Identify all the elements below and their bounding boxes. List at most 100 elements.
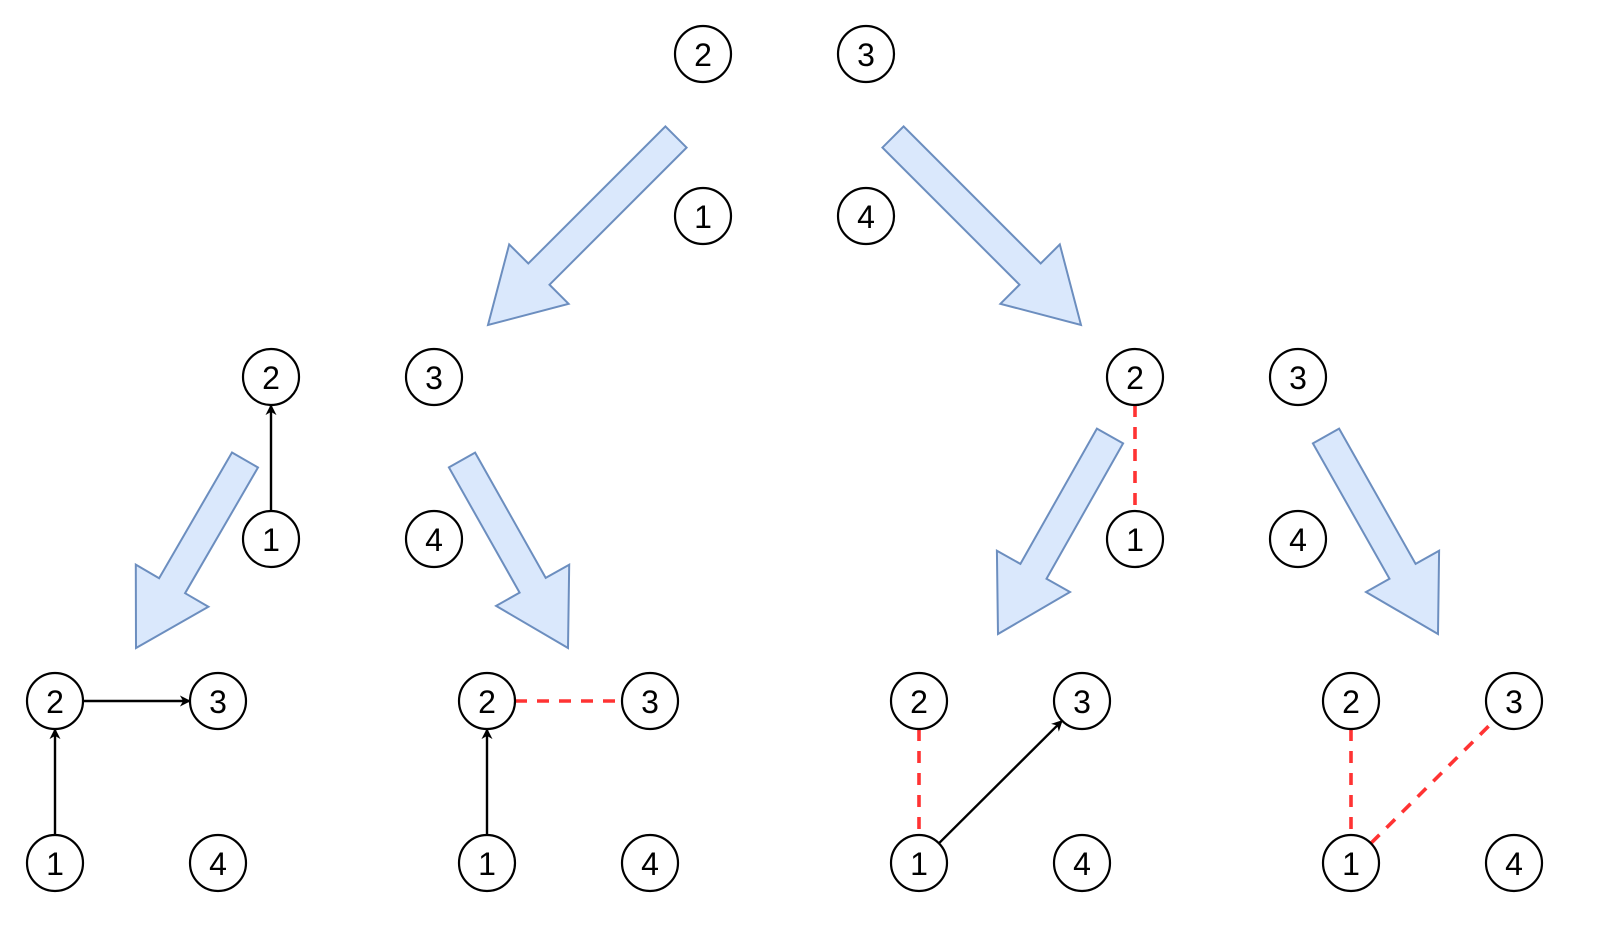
node-4: 4	[1484, 833, 1544, 893]
node-2: 2	[1105, 347, 1165, 407]
node-circle	[1052, 671, 1112, 731]
node-label: 3	[857, 37, 875, 73]
node-circle	[673, 24, 733, 84]
node-circle	[1321, 833, 1381, 893]
node-3: 3	[836, 24, 896, 84]
node-3: 3	[1052, 671, 1112, 731]
node-label: 2	[46, 684, 64, 720]
node-3: 3	[1484, 671, 1544, 731]
node-2: 2	[25, 671, 85, 731]
node-label: 4	[641, 846, 659, 882]
node-circle	[188, 671, 248, 731]
node-1: 1	[1105, 509, 1165, 569]
node-circle	[25, 671, 85, 731]
node-4: 4	[404, 509, 464, 569]
panel-leaf-2: 1 2 3 4	[457, 671, 680, 893]
node-3: 3	[188, 671, 248, 731]
node-4: 4	[836, 186, 896, 246]
node-label: 2	[910, 684, 928, 720]
node-4: 4	[1052, 833, 1112, 893]
flow-arrow-level1-left-to-leaf-2	[447, 451, 571, 650]
node-circle	[404, 347, 464, 407]
flow-arrow-root-to-level1-right	[880, 124, 1083, 327]
node-label: 3	[1505, 684, 1523, 720]
node-circle	[1484, 671, 1544, 731]
node-label: 4	[1289, 522, 1307, 558]
panel-level1-left: 1 2 3 4	[241, 347, 464, 569]
node-circle	[241, 509, 301, 569]
node-circle	[889, 671, 949, 731]
node-circle	[620, 833, 680, 893]
node-label: 4	[209, 846, 227, 882]
node-label: 4	[1073, 846, 1091, 882]
node-circle	[25, 833, 85, 893]
node-1: 1	[1321, 833, 1381, 893]
node-label: 1	[46, 846, 64, 882]
dashed-edge-1-3	[1369, 719, 1496, 845]
node-circle	[241, 347, 301, 407]
node-label: 1	[262, 522, 280, 558]
node-label: 3	[425, 360, 443, 396]
graph-panels: 1 2 3 4 1 2 3 4 1 2 3 4 1 2 3 4 1 2 3 4 1 2 3 4 1 2 3 4	[25, 24, 1544, 893]
node-4: 4	[1268, 509, 1328, 569]
node-circle	[1268, 509, 1328, 569]
node-1: 1	[673, 186, 733, 246]
node-1: 1	[889, 833, 949, 893]
node-label: 1	[910, 846, 928, 882]
node-circle	[836, 24, 896, 84]
node-circle	[457, 671, 517, 731]
node-circle	[889, 833, 949, 893]
node-circle	[1105, 347, 1165, 407]
node-1: 1	[457, 833, 517, 893]
node-label: 2	[694, 37, 712, 73]
node-label: 1	[694, 199, 712, 235]
node-circle	[1484, 833, 1544, 893]
panel-root: 1 2 3 4	[673, 24, 896, 246]
node-circle	[836, 186, 896, 246]
panel-leaf-4: 1 2 3 4	[1321, 671, 1544, 893]
node-2: 2	[457, 671, 517, 731]
node-label: 1	[1126, 522, 1144, 558]
flow-arrows	[134, 124, 1441, 650]
node-2: 2	[1321, 671, 1381, 731]
node-circle	[404, 509, 464, 569]
node-circle	[620, 671, 680, 731]
node-1: 1	[25, 833, 85, 893]
node-circle	[457, 833, 517, 893]
node-4: 4	[188, 833, 248, 893]
node-3: 3	[404, 347, 464, 407]
flow-arrow-level1-right-to-leaf-4	[1311, 427, 1441, 636]
node-label: 1	[478, 846, 496, 882]
node-2: 2	[889, 671, 949, 731]
node-circle	[1105, 509, 1165, 569]
node-3: 3	[1268, 347, 1328, 407]
node-3: 3	[620, 671, 680, 731]
node-2: 2	[241, 347, 301, 407]
node-circle	[1052, 833, 1112, 893]
node-label: 2	[1342, 684, 1360, 720]
node-label: 4	[857, 199, 875, 235]
panel-leaf-3: 1 2 3 4	[889, 671, 1112, 893]
panel-level1-right: 1 2 3 4	[1105, 347, 1328, 569]
node-label: 1	[1342, 846, 1360, 882]
node-label: 2	[1126, 360, 1144, 396]
node-1: 1	[241, 509, 301, 569]
flow-arrow-level1-left-to-leaf-1	[134, 451, 260, 650]
node-label: 2	[478, 684, 496, 720]
node-4: 4	[620, 833, 680, 893]
node-label: 3	[1289, 360, 1307, 396]
node-label: 4	[425, 522, 443, 558]
node-label: 3	[209, 684, 227, 720]
node-label: 4	[1505, 846, 1523, 882]
node-label: 3	[641, 684, 659, 720]
panel-leaf-1: 1 2 3 4	[25, 671, 248, 893]
node-circle	[673, 186, 733, 246]
flow-arrow-root-to-level1-left	[486, 124, 689, 327]
node-label: 3	[1073, 684, 1091, 720]
node-circle	[1268, 347, 1328, 407]
directed-edge-1-to-3	[938, 719, 1063, 845]
node-label: 2	[262, 360, 280, 396]
flow-arrow-level1-right-to-leaf-3	[995, 427, 1125, 636]
node-2: 2	[673, 24, 733, 84]
